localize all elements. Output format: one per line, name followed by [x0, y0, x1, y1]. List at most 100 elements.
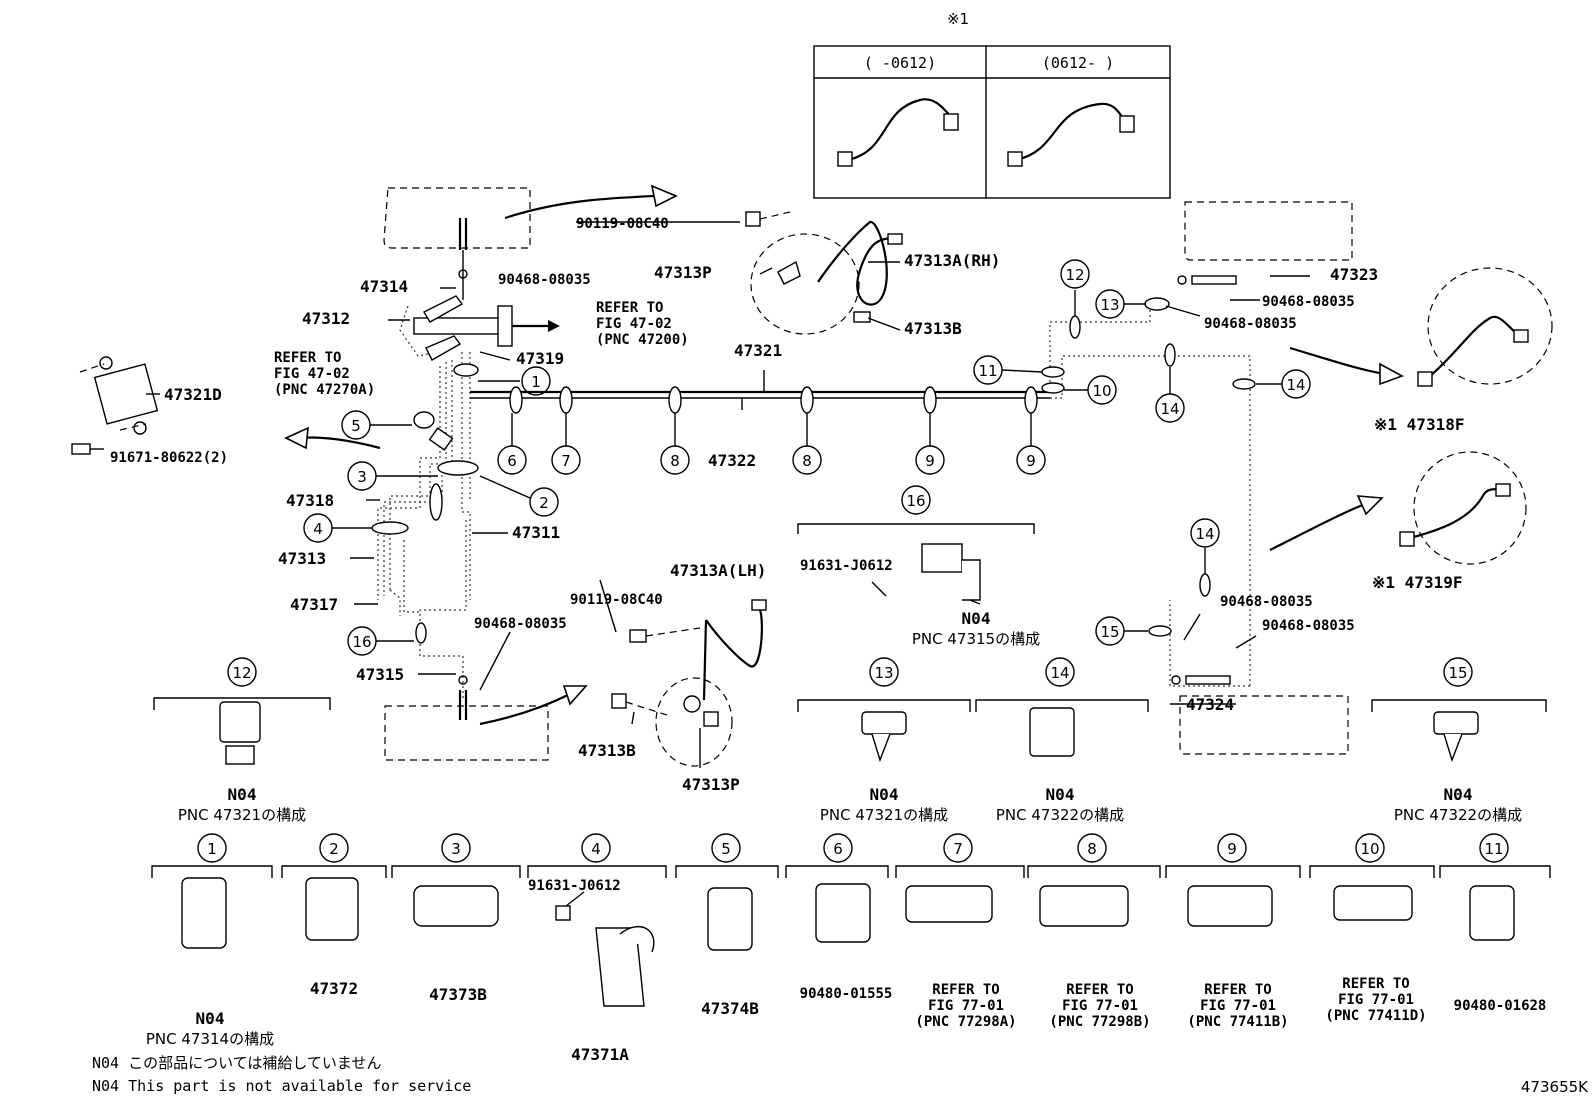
svg-text:14: 14	[1050, 664, 1069, 682]
svg-text:13: 13	[874, 664, 893, 682]
outline-top-left	[383, 187, 531, 249]
callout-9b: 9	[1016, 413, 1046, 475]
figure-id: 473655K	[1521, 1078, 1589, 1096]
bottom-10-header: 10	[1355, 833, 1385, 863]
bottom-label-6: 90480-01555	[800, 986, 893, 1002]
label-47314: 47314	[360, 277, 408, 296]
label-47312: 47312	[302, 309, 350, 328]
callout-15: 15	[1095, 616, 1148, 646]
bottom-9-header: 9	[1217, 833, 1247, 863]
refer2-line2: FIG 47-02	[274, 366, 350, 382]
n04-12: N04	[228, 785, 257, 804]
bottom-1-header: 1	[197, 833, 227, 863]
bottom-label-5: 47374B	[701, 999, 759, 1018]
pnc-16: PNC 47315の構成	[912, 630, 1040, 648]
label-47324: 47324	[1186, 695, 1234, 714]
label-47313A-RH: 47313A(RH)	[904, 251, 1000, 270]
refer1-line1: REFER TO	[596, 300, 663, 316]
n04-16: N04	[962, 609, 991, 628]
footnotes: N04 この部品については補給していません N04 This part is n…	[92, 1054, 1589, 1096]
svg-text:3: 3	[357, 468, 367, 486]
label-90468-f: 90468-08035	[1262, 618, 1355, 634]
svg-text:3: 3	[451, 840, 461, 858]
label-47322: 47322	[708, 451, 756, 470]
svg-text:7: 7	[953, 840, 963, 858]
bottom-5-header: 5	[711, 833, 741, 863]
svg-text:13: 13	[1100, 296, 1119, 314]
label-90468-b: 90468-08035	[474, 616, 567, 632]
svg-text:9: 9	[1026, 452, 1036, 470]
label-47318: 47318	[286, 491, 334, 510]
callout-9a: 9	[915, 413, 945, 475]
inset-col2: (0612- )	[1042, 54, 1114, 72]
detail-brackets	[151, 523, 1551, 1007]
svg-text:7: 7	[561, 452, 571, 470]
pnc-13: PNC 47321の構成	[820, 806, 948, 824]
bottom-7-l3: (PNC 77298A)	[915, 1014, 1016, 1030]
callout-14c: 14	[1190, 518, 1220, 574]
bottom-8-l3: (PNC 77298B)	[1049, 1014, 1150, 1030]
label-47319F: ※1 47319F	[1372, 573, 1462, 592]
svg-text:12: 12	[232, 664, 251, 682]
bottom-10-l3: (PNC 77411D)	[1325, 1008, 1426, 1024]
front-lh-hose	[611, 599, 767, 767]
label-47321D: 47321D	[164, 385, 222, 404]
bottom-3-header: 3	[441, 833, 471, 863]
bottom-label-2: 47372	[310, 979, 358, 998]
svg-text:9: 9	[925, 452, 935, 470]
outline-bottom-right	[1179, 695, 1349, 755]
svg-text:10: 10	[1360, 840, 1379, 858]
label-47313A-LH: 47313A(LH)	[670, 561, 766, 580]
n04-13: N04	[870, 785, 899, 804]
svg-text:5: 5	[721, 840, 731, 858]
bottom-label-3: 47373B	[429, 985, 487, 1004]
svg-text:8: 8	[1087, 840, 1097, 858]
refer1-line2: FIG 47-02	[596, 316, 672, 332]
label-47319: 47319	[516, 349, 564, 368]
refer2-line3: (PNC 47270A)	[274, 382, 375, 398]
callout-circles: 1 2 3 4 5 6 7 8 8 9 9 10 11 12 13 14 14 …	[197, 259, 1509, 863]
callout-16: 16	[347, 626, 414, 656]
label-90119-a: 90119-08C40	[576, 216, 669, 232]
label-90468-d: 90468-08035	[1204, 316, 1297, 332]
pnc-14: PNC 47322の構成	[996, 806, 1124, 824]
label-47313: 47313	[278, 549, 326, 568]
label-90468-e: 90468-08035	[1220, 594, 1313, 610]
label-47313B-a: 47313B	[904, 319, 962, 338]
bottom-7-l1: REFER TO	[932, 982, 999, 998]
label-47315: 47315	[356, 665, 404, 684]
pnc-12: PNC 47321の構成	[178, 806, 306, 824]
bottom-6-header: 6	[823, 833, 853, 863]
bottom-label-11: 90480-01628	[1454, 998, 1547, 1014]
n04-14: N04	[1046, 785, 1075, 804]
part-labels: 47314 47312 47319 47321D 91671-80622(2) …	[110, 216, 1464, 894]
callout-8b: 8	[792, 413, 822, 475]
svg-text:2: 2	[329, 840, 339, 858]
svg-text:6: 6	[833, 840, 843, 858]
label-47323: 47323	[1330, 265, 1378, 284]
label-90119-b: 90119-08C40	[570, 592, 663, 608]
footnote-en: N04 This part is not available for servi…	[92, 1077, 471, 1095]
master-cylinder-assembly	[71, 218, 560, 720]
callout-7: 7	[551, 413, 581, 475]
bottom-8-l2: FIG 77-01	[1062, 998, 1138, 1014]
svg-text:5: 5	[351, 417, 361, 435]
svg-text:2: 2	[539, 494, 549, 512]
svg-text:9: 9	[1227, 840, 1237, 858]
label-91631-b: 91631-J0612	[528, 878, 621, 894]
callout-2: 2	[479, 475, 559, 517]
detail-12-header: 12	[227, 657, 257, 687]
bottom-8-l1: REFER TO	[1066, 982, 1133, 998]
callout-14b: 14	[1256, 369, 1311, 399]
callout-3: 3	[347, 461, 438, 491]
n04-15: N04	[1444, 785, 1473, 804]
label-90468-a: 90468-08035	[498, 272, 591, 288]
label-91631-a: 91631-J0612	[800, 558, 893, 574]
svg-text:11: 11	[1484, 840, 1503, 858]
outline-top-right	[1184, 201, 1353, 261]
label-90468-c: 90468-08035	[1262, 294, 1355, 310]
label-91671: 91671-80622(2)	[110, 450, 228, 466]
svg-text:14: 14	[1195, 525, 1214, 543]
label-47317: 47317	[290, 595, 338, 614]
